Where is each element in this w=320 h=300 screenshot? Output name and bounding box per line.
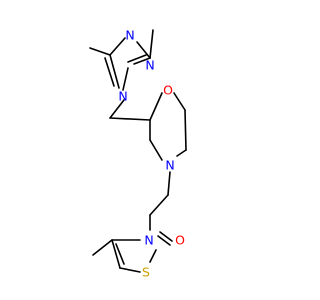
- bond: [184, 109, 187, 151]
- bond: [149, 92, 163, 121]
- atom-label-O_morph: O: [163, 83, 173, 98]
- bond: [127, 54, 147, 63]
- bond: [159, 231, 173, 242]
- bond: [157, 235, 171, 246]
- atom-label-S_thz: S: [142, 265, 150, 280]
- bond: [167, 171, 171, 196]
- bond: [149, 249, 157, 263]
- bond: [122, 67, 129, 91]
- bond: [149, 29, 154, 59]
- bond: [109, 54, 120, 89]
- thiazolone-ring: [92, 214, 173, 273]
- bond: [173, 92, 186, 111]
- ethyl-linker: [149, 171, 171, 216]
- atom-label-N_morph: N: [165, 158, 174, 173]
- bond: [136, 41, 151, 59]
- atom-label-N_tz2: N: [125, 28, 134, 43]
- bond: [109, 37, 126, 56]
- atom-label-N_tz1: N: [118, 89, 127, 104]
- bond: [89, 47, 111, 56]
- molecule-diagram: N N N O N N O S: [89, 28, 187, 280]
- bond: [149, 194, 169, 216]
- atom-label-N_tz4: N: [145, 58, 154, 73]
- bond: [109, 117, 151, 121]
- bond: [115, 243, 125, 265]
- atom-labels: N N N O N N O S: [118, 28, 185, 280]
- atom-label-N_thz: N: [144, 233, 153, 248]
- bond: [149, 139, 163, 161]
- bond: [111, 239, 121, 269]
- bond: [92, 239, 113, 256]
- morpholine-ring: [109, 92, 187, 161]
- bond: [119, 267, 141, 273]
- triazole-ring: [89, 29, 154, 119]
- bond: [133, 57, 151, 65]
- bond: [104, 57, 115, 87]
- bond: [109, 99, 125, 119]
- atom-label-O_carbonyl: O: [175, 233, 185, 248]
- bond: [176, 149, 187, 157]
